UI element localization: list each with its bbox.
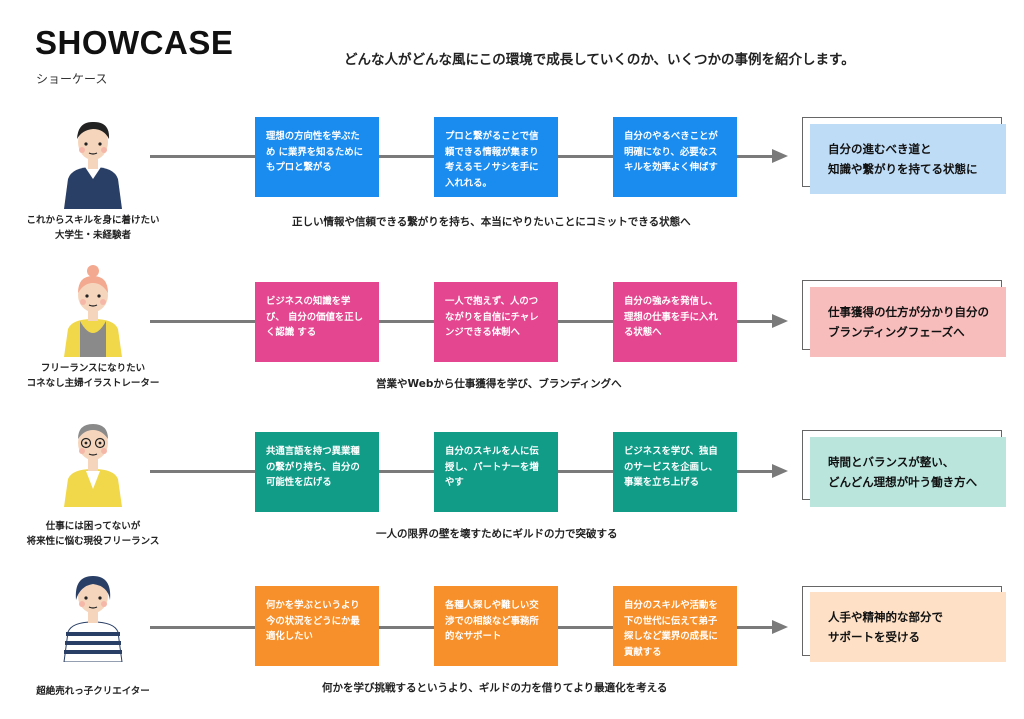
goal-line: 時間とバランスが整い、	[828, 455, 955, 469]
goal-box: 人手や精神的な部分で サポートを受ける	[810, 592, 1006, 662]
persona-label-line: コネなし主婦イラストレーター	[26, 378, 160, 389]
showcase-row-student: これからスキルを身に着けたい 大学生・未経験者 理想の方向性を学ぶため に業界を…	[0, 117, 1024, 257]
row-caption: 何かを学び挑戦するというより、ギルドの力を借りてより最適化を考える	[322, 682, 668, 694]
page-subtitle: ショーケース	[36, 72, 108, 86]
row-caption: 営業やWebから仕事獲得を学び、ブランディングへ	[376, 378, 622, 390]
row-caption: 正しい情報や信頼できる繋がりを持ち、本当にやりたいことにコミットできる状態へ	[292, 216, 691, 228]
showcase-row-illustrator: フリーランスになりたい コネなし主婦イラストレーター ビジネスの知識を学び、 自…	[0, 265, 1024, 405]
illustrator-avatar-icon	[64, 265, 122, 357]
freelancer-avatar-icon	[64, 424, 122, 507]
step-box-3: 自分のやるべきことが 明確になり、必要なス キルを効率よく伸ばす	[613, 117, 737, 197]
step-box-1: ビジネスの知識を学び、 自分の価値を正しく認識 する	[255, 282, 379, 362]
persona-label-line: フリーランスになりたい	[40, 363, 146, 374]
goal-box: 仕事獲得の仕方が分かり自分の ブランディングフェーズへ	[810, 287, 1006, 357]
goal-line: 知識や繋がりを持てる状態に	[828, 162, 978, 176]
step-box-1: 何かを学ぶというより 今の状況をどうにか最 適化したい	[255, 586, 379, 666]
arrow-right-icon	[772, 464, 788, 478]
arrow-right-icon	[772, 620, 788, 634]
step-box-2: 自分のスキルを人に伝 授し、パートナーを増 やす	[434, 432, 558, 512]
step-box-3: 自分の強みを発信し、 理想の仕事を手に入れ る状態へ	[613, 282, 737, 362]
step-box-2: プロと繋がることで信 頼できる情報が集まり 考えるモノサシを手に 入れれる。	[434, 117, 558, 197]
goal-box: 時間とバランスが整い、 どんどん理想が叶う働き方へ	[810, 437, 1006, 507]
showcase-row-creator: 超絶売れっ子クリエイター 何かを学ぶというより 今の状況をどうにか最 適化したい…	[0, 570, 1024, 710]
step-box-3: ビジネスを学び、独自 のサービスを企画し、 事業を立ち上げる	[613, 432, 737, 512]
persona-label-line: 仕事には困ってないが	[45, 521, 141, 532]
showcase-row-freelancer: 仕事には困ってないが 将来性に悩む現役フリーランス 共通言語を持つ異業種 の繋が…	[0, 415, 1024, 555]
goal-line: 自分の進むべき道と	[828, 142, 932, 156]
persona-label: 仕事には困ってないが 将来性に悩む現役フリーランス	[18, 519, 168, 549]
student-avatar-icon	[64, 121, 122, 209]
goal-box: 自分の進むべき道と 知識や繋がりを持てる状態に	[810, 124, 1006, 194]
persona-label: これからスキルを身に着けたい 大学生・未経験者	[18, 213, 168, 243]
goal-line: ブランディングフェーズへ	[828, 325, 965, 339]
persona-label: フリーランスになりたい コネなし主婦イラストレーター	[18, 361, 168, 391]
step-box-1: 理想の方向性を学ぶため に業界を知るために もプロと繋がる	[255, 117, 379, 197]
arrow-right-icon	[772, 149, 788, 163]
goal-line: どんどん理想が叶う働き方へ	[828, 475, 978, 489]
persona-label-line: 将来性に悩む現役フリーランス	[26, 536, 160, 547]
lead-text: どんな人がどんな風にこの環境で成長していくのか、いくつかの事例を紹介します。	[344, 52, 855, 68]
step-box-2: 一人で抱えず、人のつ ながりを自信にチャレ ンジできる体制へ	[434, 282, 558, 362]
goal-line: サポートを受ける	[828, 630, 920, 644]
persona-label-line: これからスキルを身に着けたい	[26, 215, 160, 226]
creator-avatar-icon	[63, 576, 123, 662]
row-caption: 一人の限界の壁を壊すためにギルドの力で突破する	[376, 528, 618, 540]
goal-line: 人手や精神的な部分で	[828, 610, 943, 624]
step-box-1: 共通言語を持つ異業種 の繋がり持ち、自分の 可能性を広げる	[255, 432, 379, 512]
persona-label: 超絶売れっ子クリエイター	[18, 684, 168, 699]
arrow-right-icon	[772, 314, 788, 328]
step-box-2: 各種人探しや難しい交 渉での相談など事務所 的なサポート	[434, 586, 558, 666]
goal-line: 仕事獲得の仕方が分かり自分の	[828, 305, 989, 319]
persona-label-line: 大学生・未経験者	[54, 230, 131, 241]
page-title: SHOWCASE	[35, 24, 234, 61]
step-box-3: 自分のスキルや活動を 下の世代に伝えて弟子 探しなど業界の成長に 貢献する	[613, 586, 737, 666]
persona-label-line: 超絶売れっ子クリエイター	[36, 686, 150, 697]
